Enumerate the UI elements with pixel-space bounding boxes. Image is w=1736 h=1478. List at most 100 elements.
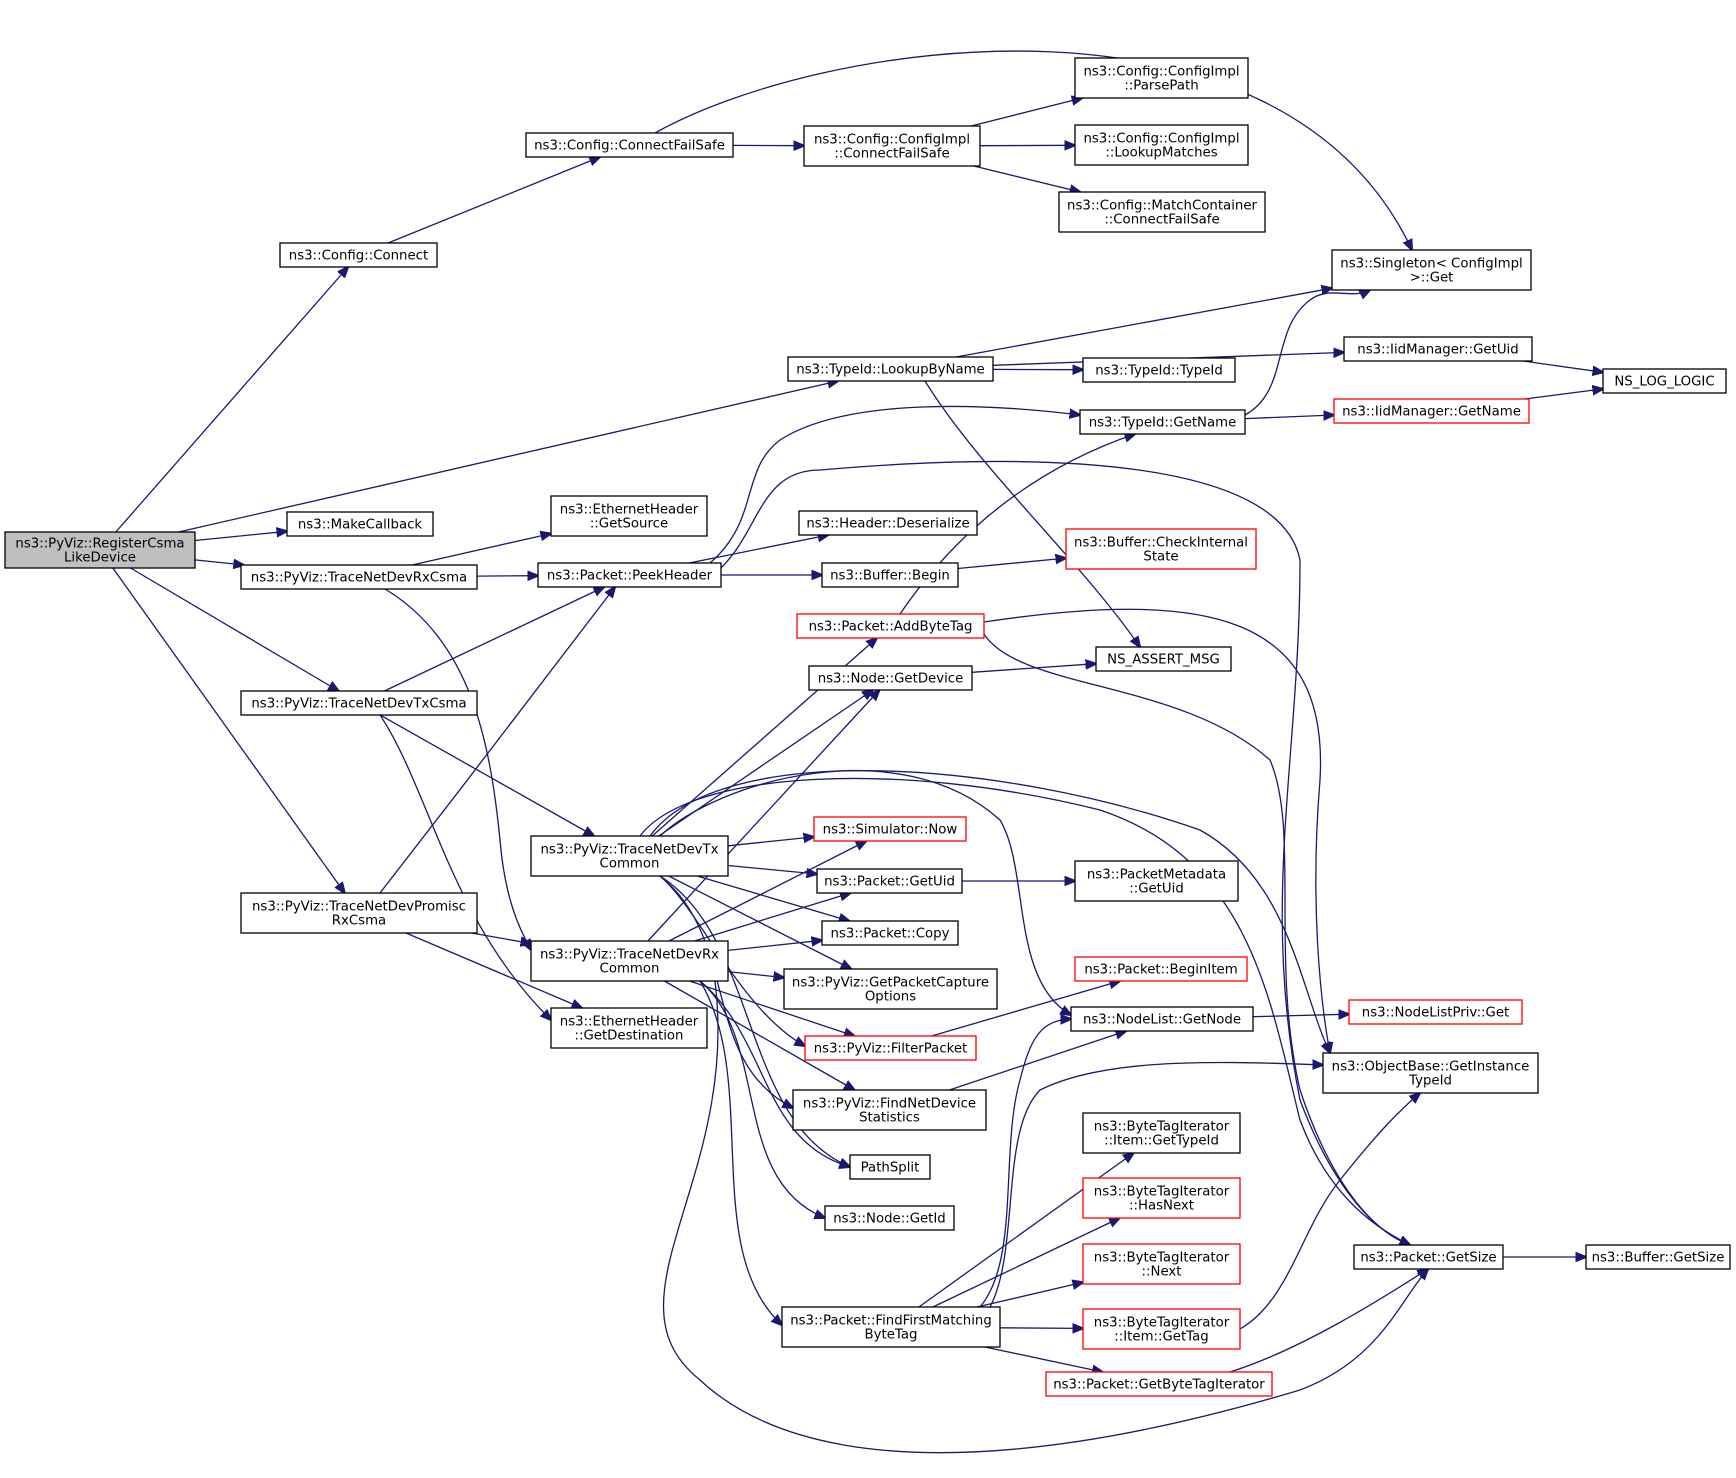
node-box[interactable] [240, 892, 478, 934]
node-box[interactable] [1074, 57, 1249, 99]
node-box[interactable] [1602, 368, 1727, 394]
node-box[interactable] [4, 531, 196, 569]
node-box[interactable] [1095, 646, 1232, 672]
node-box[interactable] [1322, 1052, 1539, 1094]
node-box[interactable] [1082, 1112, 1241, 1154]
node-box[interactable] [1074, 956, 1248, 982]
graph-node[interactable]: ns3::IidManager::GetUid [1343, 336, 1533, 362]
graph-node[interactable]: ns3::ByteTagIterator::HasNext [1082, 1177, 1241, 1219]
graph-node[interactable]: ns3::TypeId::TypeId [1082, 357, 1236, 383]
node-box[interactable] [798, 510, 978, 536]
node-box[interactable] [537, 562, 722, 588]
node-box[interactable] [1348, 999, 1523, 1025]
graph-node[interactable]: ns3::Header::Deserialize [798, 510, 978, 536]
node-box[interactable] [813, 816, 967, 842]
node-box[interactable] [821, 562, 959, 588]
node-box[interactable] [849, 1154, 931, 1180]
graph-node[interactable]: ns3::Packet::GetByteTagIterator [1045, 1371, 1273, 1397]
node-box[interactable] [781, 1306, 1001, 1348]
node-box[interactable] [1058, 191, 1266, 233]
node-box[interactable] [1082, 1243, 1241, 1285]
graph-node[interactable]: ns3::Config::ConfigImpl::ParsePath [1074, 57, 1249, 99]
graph-node[interactable]: ns3::ByteTagIterator::Next [1082, 1243, 1241, 1285]
graph-node[interactable]: ns3::Config::Connect [279, 242, 438, 268]
graph-node[interactable]: ns3::Config::MatchContainer::ConnectFail… [1058, 191, 1266, 233]
node-box[interactable] [1082, 357, 1236, 383]
node-box[interactable] [1082, 1308, 1241, 1350]
graph-node[interactable]: NS_LOG_LOGIC [1602, 368, 1727, 394]
node-box[interactable] [550, 495, 708, 537]
node-box[interactable] [783, 968, 998, 1010]
node-box[interactable] [804, 1035, 977, 1061]
graph-node[interactable]: ns3::PyViz::TraceNetDevRxCsma [240, 564, 478, 590]
graph-node[interactable]: ns3::Packet::PeekHeader [537, 562, 722, 588]
graph-node[interactable]: ns3::ByteTagIterator::Item::GetTypeId [1082, 1112, 1241, 1154]
graph-node[interactable]: ns3::Singleton< ConfigImpl >::Get [1331, 249, 1532, 291]
node-box[interactable] [787, 356, 994, 382]
node-box[interactable] [530, 940, 729, 982]
node-box[interactable] [550, 1007, 708, 1049]
graph-node[interactable]: ns3::Buffer::GetSize [1585, 1244, 1731, 1270]
node-box[interactable] [525, 132, 734, 158]
node-box[interactable] [1353, 1244, 1504, 1270]
graph-node[interactable]: ns3::Node::GetDevice [808, 665, 973, 691]
graph-node[interactable]: ns3::Config::ConfigImpl::LookupMatches [1074, 124, 1249, 166]
graph-node[interactable]: NS_ASSERT_MSG [1095, 646, 1232, 672]
graph-node[interactable]: ns3::PyViz::TraceNetDevTxCsma [240, 690, 478, 716]
graph-node[interactable]: ns3::PacketMetadata::GetUid [1074, 860, 1239, 902]
node-box[interactable] [1065, 528, 1257, 570]
node-box[interactable] [1074, 860, 1239, 902]
graph-node[interactable]: PathSplit [849, 1154, 931, 1180]
node-box[interactable] [1333, 398, 1530, 424]
node-box[interactable] [1331, 249, 1532, 291]
node-box[interactable] [821, 920, 959, 946]
node-box[interactable] [1045, 1371, 1273, 1397]
node-box[interactable] [1079, 409, 1246, 435]
graph-node[interactable]: ns3::Packet::Copy [821, 920, 959, 946]
node-box[interactable] [240, 564, 478, 590]
graph-node[interactable]: ns3::IidManager::GetName [1333, 398, 1530, 424]
node-box[interactable] [808, 665, 973, 691]
node-box[interactable] [1070, 1006, 1254, 1032]
node-box[interactable] [796, 613, 985, 639]
node-box[interactable] [1585, 1244, 1731, 1270]
graph-node[interactable]: ns3::Simulator::Now [813, 816, 967, 842]
graph-node[interactable]: ns3::EthernetHeader::GetSource [550, 495, 708, 537]
graph-node[interactable]: ns3::NodeList::GetNode [1070, 1006, 1254, 1032]
node-box[interactable] [1074, 124, 1249, 166]
graph-node[interactable]: ns3::EthernetHeader::GetDestination [550, 1007, 708, 1049]
node-box[interactable] [792, 1089, 987, 1131]
graph-node[interactable]: ns3::TypeId::GetName [1079, 409, 1246, 435]
node-box[interactable] [286, 511, 434, 537]
graph-node[interactable]: ns3::ByteTagIterator::Item::GetTag [1082, 1308, 1241, 1350]
node-box[interactable] [803, 125, 981, 167]
node-box[interactable] [824, 1205, 955, 1231]
node-box[interactable] [816, 868, 963, 894]
node-box[interactable] [530, 835, 729, 877]
graph-node[interactable]: ns3::Packet::GetSize [1353, 1244, 1504, 1270]
node-box[interactable] [240, 690, 478, 716]
graph-node[interactable]: ns3::Packet::AddByteTag [796, 613, 985, 639]
graph-node[interactable]: ns3::Packet::BeginItem [1074, 956, 1248, 982]
node-box[interactable] [1082, 1177, 1241, 1219]
node-box[interactable] [1343, 336, 1533, 362]
graph-node[interactable]: ns3::NodeListPriv::Get [1348, 999, 1523, 1025]
graph-node[interactable]: ns3::PyViz::FilterPacket [804, 1035, 977, 1061]
graph-node[interactable]: ns3::Node::GetId [824, 1205, 955, 1231]
graph-node[interactable]: ns3::MakeCallback [286, 511, 434, 537]
graph-node[interactable]: ns3::TypeId::LookupByName [787, 356, 994, 382]
graph-node[interactable]: ns3::Buffer::Begin [821, 562, 959, 588]
graph-node[interactable]: ns3::Packet::GetUid [816, 868, 963, 894]
graph-node[interactable]: ns3::Config::ConnectFailSafe [525, 132, 734, 158]
node-box[interactable] [279, 242, 438, 268]
graph-node[interactable]: ns3::Config::ConfigImpl::ConnectFailSafe [803, 125, 981, 167]
